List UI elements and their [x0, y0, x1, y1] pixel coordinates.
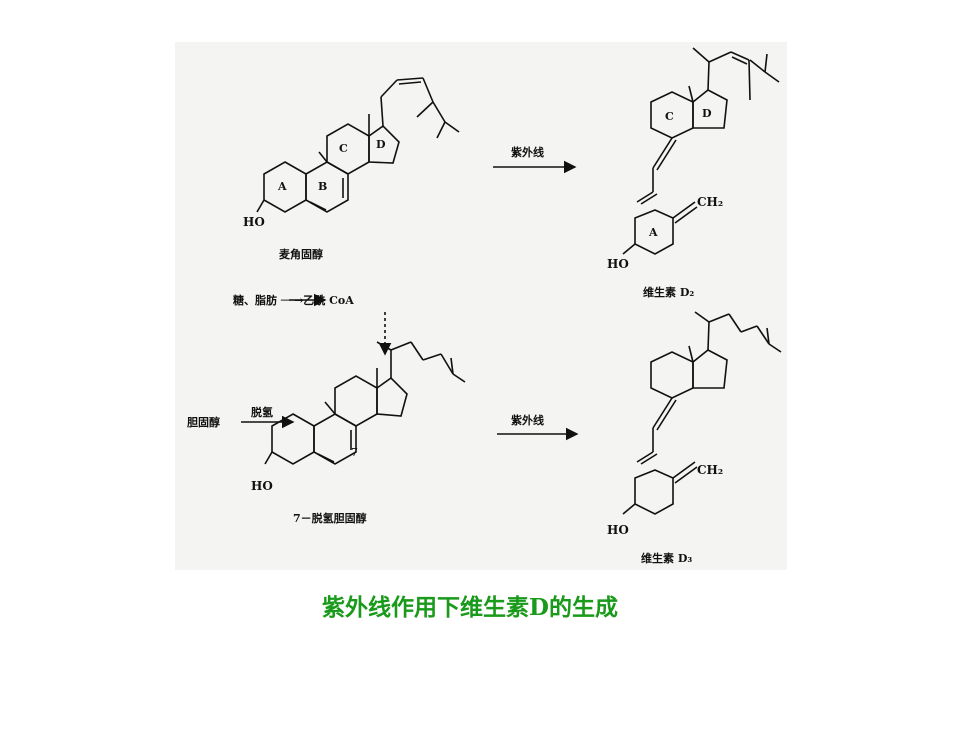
dehydrocholesterol-ho: HO	[251, 479, 273, 493]
d3-ho: HO	[607, 523, 629, 537]
figure-caption: 紫外线作用下维生素D的生成	[322, 594, 618, 621]
ergosterol-ho: HO	[243, 215, 265, 229]
d2-ring-c: C	[665, 110, 674, 123]
ergosterol-structure	[256, 77, 460, 213]
vitamin-d3-structure	[622, 311, 782, 515]
position-7-label: 7	[351, 446, 358, 459]
ergosterol-ring-a: A	[277, 180, 287, 193]
dehydrocholesterol-name: 7－脱氢胆固醇	[293, 511, 367, 525]
d2-ho: HO	[607, 257, 629, 271]
ergosterol-ring-d: D	[376, 138, 386, 151]
d2-ring-a: A	[648, 226, 658, 239]
reaction-diagram: A B C D HO 麦角固醇 紫外线 C D A CH₂ HO 维生素 D₂ …	[187, 47, 782, 565]
ergosterol-name: 麦角固醇	[279, 247, 323, 261]
d2-name: 维生素 D₂	[643, 285, 694, 299]
dehydrocholesterol-structure	[264, 341, 466, 465]
d2-ch2: CH₂	[697, 195, 723, 209]
precursor-chain: 糖、脂肪 ──→乙酰 CoA	[233, 293, 354, 307]
ergosterol-ring-c: C	[339, 142, 348, 155]
reaction-figure: A B C D HO 麦角固醇 紫外线 C D A CH₂ HO 维生素 D₂ …	[175, 42, 787, 570]
vitamin-d2-structure	[622, 47, 780, 255]
dehydrogenation-label: 脱氢	[251, 405, 273, 419]
d3-name: 维生素 D₃	[641, 551, 692, 565]
d3-ch2: CH₂	[697, 463, 723, 477]
arrow-bottom-label: 紫外线	[511, 413, 544, 427]
d2-ring-d: D	[702, 107, 712, 120]
cholesterol-label: 胆固醇	[187, 415, 220, 429]
ergosterol-ring-b: B	[318, 180, 327, 193]
arrow-top-label: 紫外线	[511, 145, 544, 159]
